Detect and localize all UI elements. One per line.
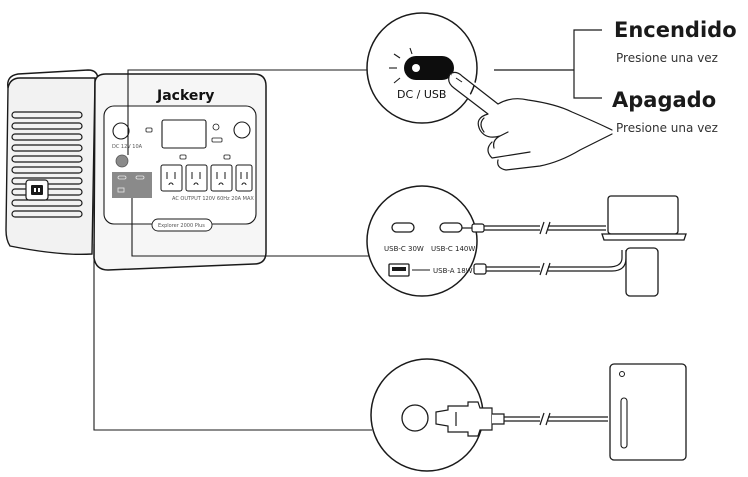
car-cable — [504, 412, 608, 426]
usb-c-30w-label: USB-C 30W — [384, 245, 424, 253]
on-off-bracket — [494, 29, 602, 99]
ac-outlet[interactable] — [210, 164, 233, 192]
power-off-title: Apagado — [612, 88, 716, 112]
ac-outlet[interactable] — [185, 164, 208, 192]
main-power-button[interactable] — [212, 123, 220, 131]
ac-outlet[interactable] — [235, 164, 253, 192]
callout-line-button — [127, 69, 390, 155]
panel-small-switch — [145, 127, 153, 133]
callout-circle-usb — [366, 185, 478, 297]
usb-c-cable-icon — [462, 221, 606, 235]
ac-toggle-switch[interactable] — [211, 137, 223, 143]
usb-block-ports — [117, 175, 145, 193]
panel-input-note: DC 12V 10A — [112, 144, 143, 150]
usb-c-30w-port[interactable] — [391, 222, 415, 233]
dc-input-port — [112, 122, 130, 140]
laptop-icon — [601, 195, 687, 241]
usb-a-label: USB-A 18W — [433, 267, 473, 275]
right-round-port — [233, 121, 251, 139]
usb-a-port[interactable] — [388, 263, 410, 277]
power-on-sub: Presione una vez — [616, 51, 718, 65]
side-ac-input — [25, 179, 49, 201]
ac-outlet[interactable] — [160, 164, 183, 192]
hand-pressing-icon — [448, 71, 613, 171]
ac-outlets — [160, 154, 253, 192]
callout-line-car — [93, 244, 372, 431]
car-cooler-icon — [609, 363, 687, 461]
usb-port-block — [112, 172, 152, 198]
dc-usb-indicator — [412, 64, 420, 72]
dc-usb-button-small[interactable] — [115, 154, 129, 168]
display-screen — [161, 119, 207, 149]
dc-usb-callout: DC / USB — [366, 12, 613, 171]
phone-icon — [625, 247, 659, 297]
power-on-title: Encendido — [614, 18, 737, 42]
usb-a-port-tongue — [392, 267, 406, 271]
device-rear — [5, 77, 96, 256]
power-off-sub: Presione una vez — [616, 121, 718, 135]
dc-usb-button[interactable] — [404, 56, 454, 80]
press-rays-icon — [389, 47, 413, 84]
model-name: Explorer 2000 Plus — [158, 223, 205, 229]
car-port-socket[interactable] — [401, 404, 429, 432]
hand-nail-icon — [455, 77, 463, 83]
dc-usb-label: DC / USB — [397, 88, 446, 101]
panel-ac-caption: AC OUTPUT 120V 60Hz 20A MAX — [172, 196, 254, 202]
usb-a-cable-icon — [473, 250, 627, 276]
power-station: Jackery DC 12V 10A — [5, 69, 267, 271]
callout-line-usb — [131, 198, 392, 257]
usb-c-140w-label: USB-C 140W — [431, 245, 475, 253]
model-plate — [151, 218, 213, 232]
car-plug-icon — [435, 401, 505, 437]
usb-ports-callout: USB-C 30W USB-C 140W USB-A 18W — [366, 185, 478, 297]
device-handle — [7, 69, 99, 89]
callout-lines — [93, 69, 392, 431]
device-brand: Jackery — [156, 88, 214, 104]
